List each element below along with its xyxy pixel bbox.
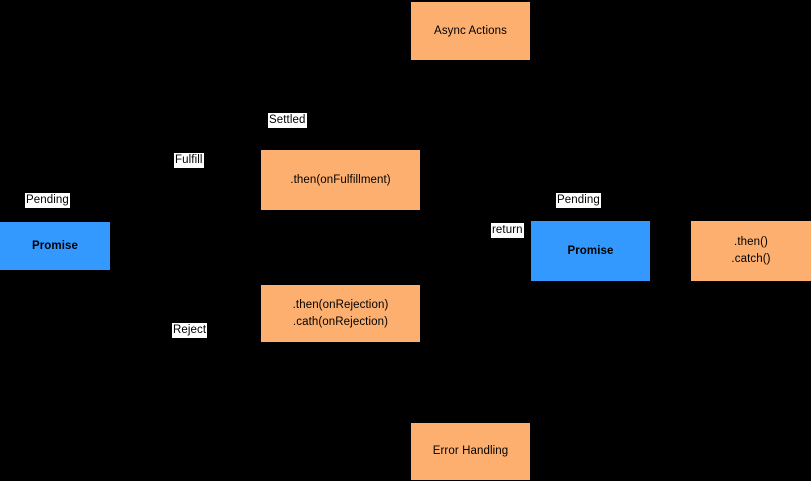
node-label: Promise [567,244,614,257]
node-then-cath-on-rejection[interactable]: .then(onRejection) .cath(onRejection) [261,285,420,342]
node-then-catch[interactable]: .then() .catch() [691,221,811,281]
node-error-handling[interactable]: Error Handling [411,423,530,480]
node-label: .then() [734,236,768,249]
edge-label-pending-left: Pending [25,193,70,208]
node-async-actions[interactable]: Async Actions [411,2,530,60]
edge-label-fulfill: Fulfill [174,153,204,168]
node-label: .then(onFulfillment) [290,173,391,186]
edge-label-reject: Reject [172,323,208,338]
edge-label-pending-right: Pending [556,193,601,208]
edge-label-settled: Settled [268,113,307,128]
node-promise-pending-left[interactable]: Promise [0,222,110,270]
node-label: .catch() [731,253,771,265]
node-then-on-fulfillment[interactable]: .then(onFulfillment) [261,150,420,210]
node-label: Error Handling [432,445,509,458]
edge-label-return: return [491,223,524,238]
node-label: Async Actions [434,24,507,37]
node-label: .then(onRejection) [292,298,389,311]
node-label: Promise [31,239,79,252]
node-promise-pending-right[interactable]: Promise [531,221,650,281]
node-label: .cath(onRejection) [292,315,389,328]
